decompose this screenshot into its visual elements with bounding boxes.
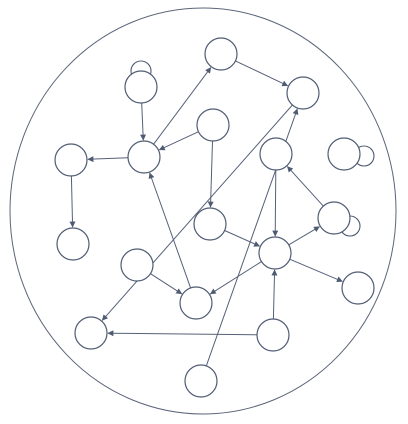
edge-e-f: [153, 67, 212, 145]
node-circle-m: [327, 137, 361, 171]
edge-l-n: [289, 258, 343, 283]
node-e[interactable]: [127, 140, 161, 174]
node-circle-r: [184, 364, 218, 398]
node-circle-l: [258, 236, 292, 270]
node-c[interactable]: [56, 227, 90, 261]
edge-d-e: [158, 131, 199, 151]
node-o[interactable]: [179, 286, 213, 320]
node-circle-q: [74, 316, 108, 350]
node-circle-f: [204, 37, 238, 71]
edge-d-i: [207, 140, 214, 208]
edge-j-l: [272, 169, 279, 237]
edge-l-k: [288, 226, 320, 246]
node-d[interactable]: [196, 108, 230, 142]
edge-b-c: [69, 175, 76, 228]
node-circle-e: [127, 140, 161, 174]
node-l[interactable]: [258, 236, 292, 270]
node-circle-o: [179, 286, 213, 320]
edge-p-q: [107, 330, 258, 337]
edge-f-g: [235, 60, 289, 87]
node-f[interactable]: [204, 37, 238, 71]
node-circle-a: [124, 70, 158, 104]
node-q[interactable]: [74, 316, 108, 350]
edge-g-q: [101, 104, 293, 321]
node-n[interactable]: [341, 271, 375, 305]
node-circle-i: [193, 207, 227, 241]
node-h[interactable]: [120, 248, 154, 282]
edge-a-e: [140, 102, 147, 141]
node-circle-j: [259, 137, 293, 171]
node-circle-d: [196, 108, 230, 142]
node-circle-p: [256, 318, 290, 352]
edge-o-e: [148, 172, 192, 289]
node-k[interactable]: [317, 201, 361, 237]
edge-l-o: [209, 261, 262, 295]
edge-e-b: [87, 156, 129, 163]
node-m[interactable]: [327, 137, 375, 171]
node-circle-n: [341, 271, 375, 305]
node-circle-b: [54, 143, 88, 177]
edge-p-l: [271, 269, 278, 320]
node-g[interactable]: [286, 76, 320, 110]
node-i[interactable]: [193, 207, 227, 241]
nodes-layer: [54, 37, 375, 398]
node-circle-k: [317, 201, 351, 235]
edge-k-j: [286, 166, 324, 207]
edge-h-o: [150, 273, 183, 295]
node-circle-g: [286, 76, 320, 110]
node-circle-c: [56, 227, 90, 261]
node-r[interactable]: [184, 364, 218, 398]
node-a[interactable]: [124, 60, 158, 104]
node-p[interactable]: [256, 318, 290, 352]
node-circle-h: [120, 248, 154, 282]
edge-i-l: [224, 230, 261, 247]
node-j[interactable]: [259, 137, 293, 171]
node-b[interactable]: [54, 143, 88, 177]
